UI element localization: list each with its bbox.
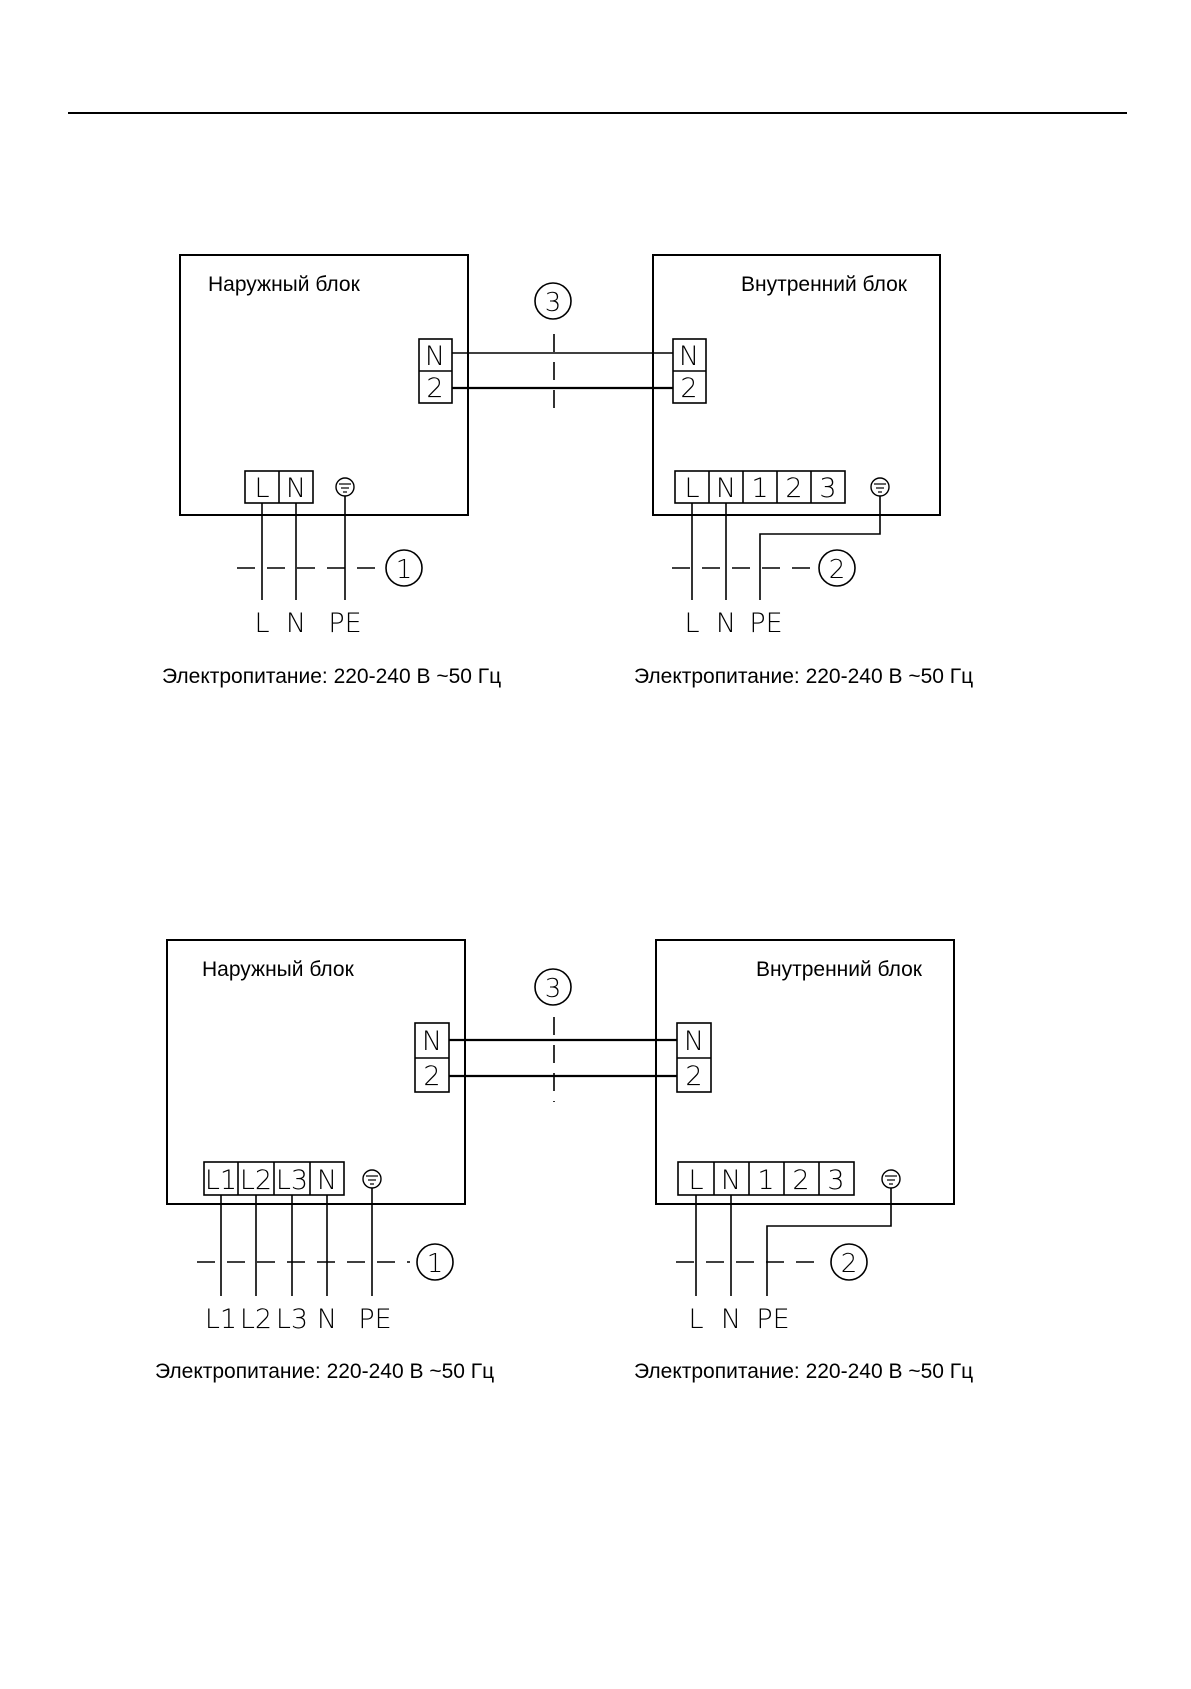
- indoor-power-terminal-n: N: [721, 1165, 741, 1196]
- outdoor-power-terminal-l2: L2: [240, 1165, 272, 1196]
- outdoor-link-terminal-2: 2: [426, 373, 443, 404]
- outdoor-link-terminal-n: N: [422, 1026, 442, 1057]
- indoor-link-terminal-2: 2: [685, 1061, 702, 1092]
- outdoor-power-terminal-n: N: [317, 1165, 337, 1196]
- outdoor-unit-title: Наружный блок: [208, 273, 361, 296]
- outdoor-link-terminal-n: N: [425, 341, 445, 372]
- outdoor-wire-label-pe: PE: [328, 608, 361, 639]
- indoor-unit-box: [652, 254, 941, 516]
- indoor-cable-marker: [830, 1243, 868, 1281]
- indoor-feed-wire-pe: [759, 496, 881, 600]
- outdoor-power-terminal-l1: L1: [205, 1165, 237, 1196]
- outdoor-unit-box: [179, 254, 469, 516]
- outdoor-link-terminal-2: 2: [423, 1061, 440, 1092]
- earth-icon: [870, 477, 890, 497]
- indoor-wire-label-n: N: [721, 1304, 741, 1335]
- outdoor-wire-label-n: N: [317, 1304, 337, 1335]
- indoor-feed-wire-pe: [766, 1188, 892, 1296]
- outdoor-power-caption: Электропитание: 220-240 В ~50 Гц: [162, 665, 501, 688]
- outdoor-link-terminal-block: N 2: [414, 1022, 450, 1093]
- indoor-link-terminal-n: N: [684, 1026, 704, 1057]
- outdoor-link-terminal-block: N 2: [418, 338, 453, 404]
- link-cable-marker: [534, 968, 572, 1006]
- earth-icon: [335, 477, 355, 497]
- diagram-three-phase: Наружный блок N 2 Внутренний блок N 2 3 …: [155, 939, 973, 1383]
- indoor-link-terminal-block: N 2: [672, 338, 707, 404]
- indoor-power-caption: Электропитание: 220-240 В ~50 Гц: [634, 665, 973, 688]
- indoor-power-terminal-l: L: [684, 473, 699, 504]
- link-cable-marker-label: 3: [545, 288, 562, 318]
- indoor-wire-label-pe: PE: [749, 608, 782, 639]
- outdoor-power-terminal-l3: L3: [276, 1165, 308, 1196]
- outdoor-power-caption: Электропитание: 220-240 В ~50 Гц: [155, 1360, 494, 1383]
- indoor-cable-marker: [818, 549, 856, 587]
- indoor-power-terminal-block: L N 1 2 3: [674, 470, 846, 504]
- indoor-wire-label-l: L: [688, 1304, 703, 1335]
- outdoor-cable-marker: [416, 1243, 454, 1281]
- indoor-unit-title: Внутренний блок: [756, 958, 923, 981]
- indoor-cable-marker-label: 2: [841, 1249, 858, 1279]
- link-cable-marker-label: 3: [545, 974, 562, 1004]
- outdoor-power-terminal-block: L N: [244, 470, 314, 504]
- indoor-link-terminal-2: 2: [680, 373, 697, 404]
- outdoor-wire-label-l1: L1: [205, 1304, 237, 1335]
- indoor-wire-label-pe: PE: [756, 1304, 789, 1335]
- link-cable-marker: [534, 282, 572, 320]
- outdoor-wire-label-l2: L2: [240, 1304, 272, 1335]
- outdoor-power-terminal-n: N: [286, 473, 306, 504]
- indoor-power-terminal-1: 1: [751, 473, 768, 504]
- indoor-power-terminal-1: 1: [757, 1165, 774, 1196]
- outdoor-power-terminal-block: L1 L2 L3 N: [203, 1161, 345, 1196]
- earth-icon: [881, 1169, 901, 1189]
- outdoor-cable-marker-label: 1: [396, 555, 413, 585]
- indoor-power-terminal-3: 3: [819, 473, 836, 504]
- outdoor-cable-marker: [385, 549, 423, 587]
- diagram-single-phase: Наружный блок N 2 Внутренний блок N 2 3 …: [162, 254, 973, 688]
- indoor-wire-label-n: N: [716, 608, 736, 639]
- indoor-power-terminal-3: 3: [827, 1165, 844, 1196]
- outdoor-wire-label-pe: PE: [358, 1304, 391, 1335]
- indoor-power-terminal-2: 2: [785, 473, 802, 504]
- outdoor-cable-marker-label: 1: [427, 1249, 444, 1279]
- indoor-power-terminal-block: L N 1 2 3: [677, 1161, 855, 1196]
- indoor-wire-label-l: L: [684, 608, 699, 639]
- indoor-link-terminal-n: N: [679, 341, 699, 372]
- outdoor-power-terminal-l: L: [254, 473, 269, 504]
- indoor-power-terminal-n: N: [716, 473, 736, 504]
- indoor-power-terminal-l: L: [688, 1165, 703, 1196]
- outdoor-unit-box: [166, 939, 466, 1205]
- earth-icon: [362, 1169, 382, 1189]
- outdoor-wire-label-l: L: [254, 608, 269, 639]
- indoor-power-terminal-2: 2: [792, 1165, 809, 1196]
- indoor-unit-box: [655, 939, 955, 1205]
- indoor-unit-title: Внутренний блок: [741, 273, 908, 296]
- indoor-link-terminal-block: N 2: [676, 1022, 712, 1093]
- indoor-cable-marker-label: 2: [829, 555, 846, 585]
- outdoor-wire-label-n: N: [286, 608, 306, 639]
- outdoor-unit-title: Наружный блок: [202, 958, 355, 981]
- indoor-power-caption: Электропитание: 220-240 В ~50 Гц: [634, 1360, 973, 1383]
- outdoor-wire-label-l3: L3: [276, 1304, 308, 1335]
